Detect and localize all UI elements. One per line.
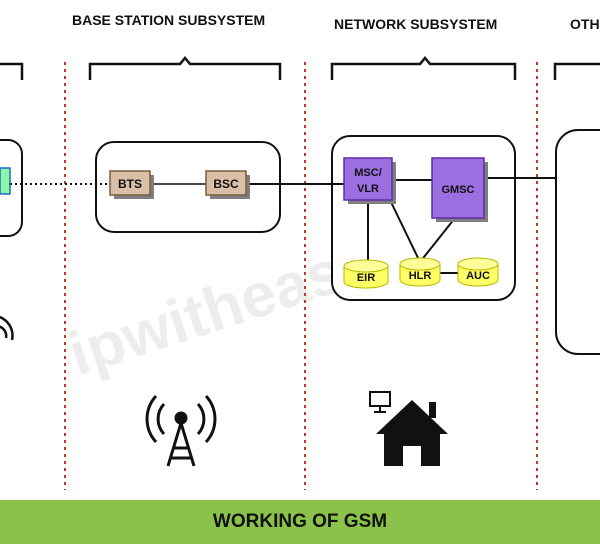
hlr-database — [399, 257, 441, 287]
other-box — [555, 129, 600, 355]
msc-label-line1: MSC/ — [354, 167, 382, 179]
nss-brace — [330, 56, 517, 80]
bss-brace — [88, 56, 282, 80]
auc-database — [457, 257, 499, 287]
nss-title: NETWORK SUBSYSTEM — [334, 16, 498, 32]
link-msc-hlr — [389, 199, 421, 263]
hlr-label: HLR — [409, 270, 432, 282]
ms-box — [0, 139, 23, 237]
footer-title: WORKING OF GSM — [212, 511, 388, 532]
antenna-tower-icon — [145, 394, 217, 467]
bsc-label: BSC — [213, 177, 239, 191]
bss-box — [95, 141, 281, 233]
bsc-node — [205, 170, 247, 196]
gmsc-label: GMSC — [442, 184, 475, 196]
link-gmsc-hlr — [419, 217, 456, 263]
bss-title: BASE STATION SUBSYSTEM — [72, 12, 266, 28]
ms-brace — [0, 62, 24, 80]
other-brace — [553, 62, 600, 80]
gmsc-node — [431, 157, 485, 219]
house-computer-icon — [369, 391, 448, 466]
bts-node — [109, 170, 151, 196]
eir-label: EIR — [357, 272, 375, 284]
bts-label: BTS — [118, 177, 142, 191]
msc-node — [343, 157, 393, 201]
footer-banner: WORKING OF GSM — [0, 500, 600, 544]
mobile-handset — [0, 167, 11, 195]
eir-database — [343, 259, 389, 289]
auc-label: AUC — [466, 270, 490, 282]
msc-label-line2: VLR — [357, 183, 379, 195]
wifi-icon — [0, 315, 14, 341]
other-title: OTH — [570, 16, 600, 32]
